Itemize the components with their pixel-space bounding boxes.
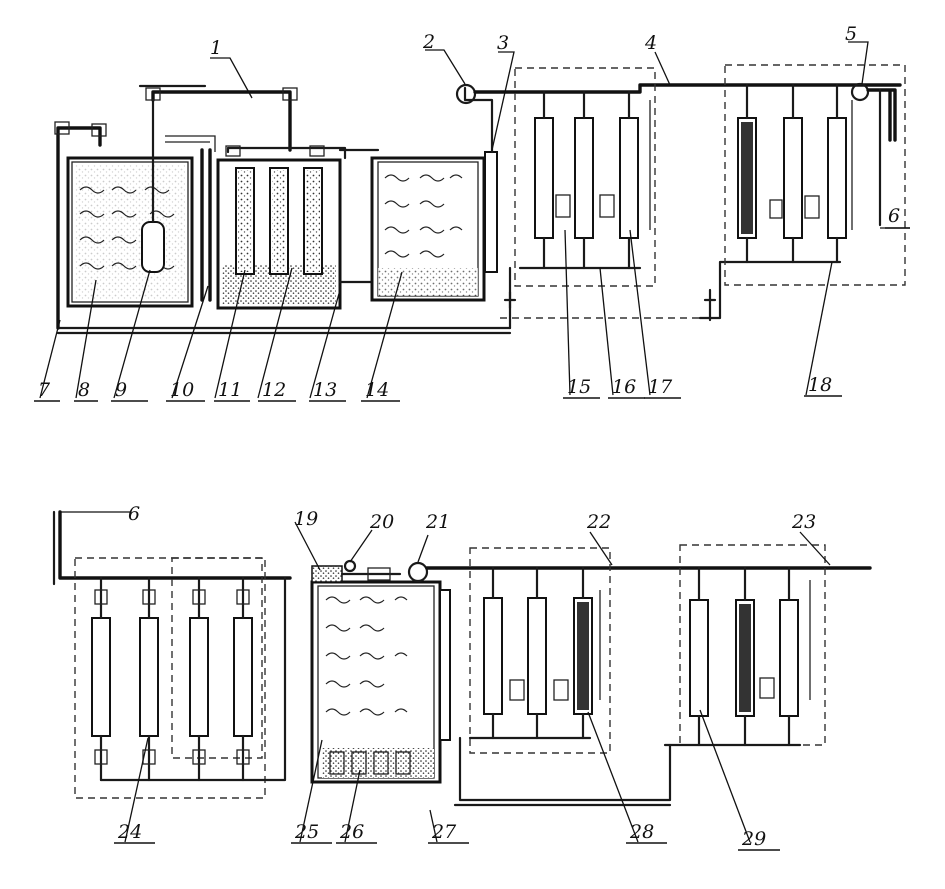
upper-system xyxy=(54,64,906,335)
label-19: 19 xyxy=(294,508,318,530)
label-20: 20 xyxy=(369,511,394,533)
label-25: 25 xyxy=(294,821,319,843)
label-3: 3 xyxy=(497,32,509,54)
label-22: 22 xyxy=(586,511,611,533)
intermediate-tank xyxy=(370,156,486,302)
part-number-labels: 1 2 3 4 5 6 7 8 9 10 11 12 13 14 15 16 1… xyxy=(38,23,900,850)
label-17: 17 xyxy=(648,376,673,398)
membrane-columns-group-28 xyxy=(468,566,601,740)
label-16: 16 xyxy=(612,376,636,398)
raw-water-tank xyxy=(66,98,194,308)
membrane-columns-group-29 xyxy=(663,566,811,747)
label-26: 26 xyxy=(339,821,364,843)
label-28: 28 xyxy=(629,821,654,843)
sand-filter-columns xyxy=(216,145,347,310)
label-2: 2 xyxy=(422,31,435,53)
label-11: 11 xyxy=(218,379,242,401)
label-1: 1 xyxy=(210,37,222,59)
label-14: 14 xyxy=(365,379,389,401)
membrane-columns-group-a xyxy=(508,90,651,330)
lower-system xyxy=(52,510,872,807)
label-13: 13 xyxy=(313,379,337,401)
label-23: 23 xyxy=(791,511,816,533)
label-15: 15 xyxy=(567,376,591,398)
label-7: 7 xyxy=(38,379,51,401)
filter-columns-group-24 xyxy=(91,576,287,782)
label-6-top: 6 xyxy=(888,205,900,227)
label-24: 24 xyxy=(117,821,142,843)
product-tank xyxy=(310,565,442,784)
submersible-pump xyxy=(141,221,165,273)
label-18: 18 xyxy=(808,374,832,396)
label-27: 27 xyxy=(431,821,457,843)
label-29: 29 xyxy=(741,828,766,850)
label-9: 9 xyxy=(115,379,127,401)
membrane-columns-group-b xyxy=(724,64,906,286)
lower-leaders xyxy=(60,511,831,843)
label-8: 8 xyxy=(78,379,90,401)
label-6-bottom: 6 xyxy=(128,503,140,525)
label-12: 12 xyxy=(262,379,286,401)
label-21: 21 xyxy=(425,511,450,533)
upper-leaders xyxy=(39,41,910,399)
label-4: 4 xyxy=(644,32,657,54)
label-5: 5 xyxy=(845,23,857,45)
label-underlines xyxy=(34,227,910,851)
label-10: 10 xyxy=(170,379,194,401)
